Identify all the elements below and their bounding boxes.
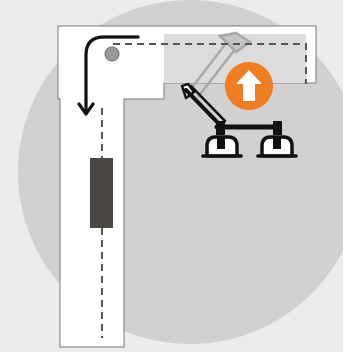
curved-arrow-down-icon [77,35,140,116]
robot-arm-ghost [189,31,253,98]
l-shaped-track [57,25,317,348]
pivot-point-icon [104,46,120,62]
door-leaf [90,158,113,228]
arrow-up-circle-icon [225,62,273,110]
robot-arm-icon [180,82,298,158]
